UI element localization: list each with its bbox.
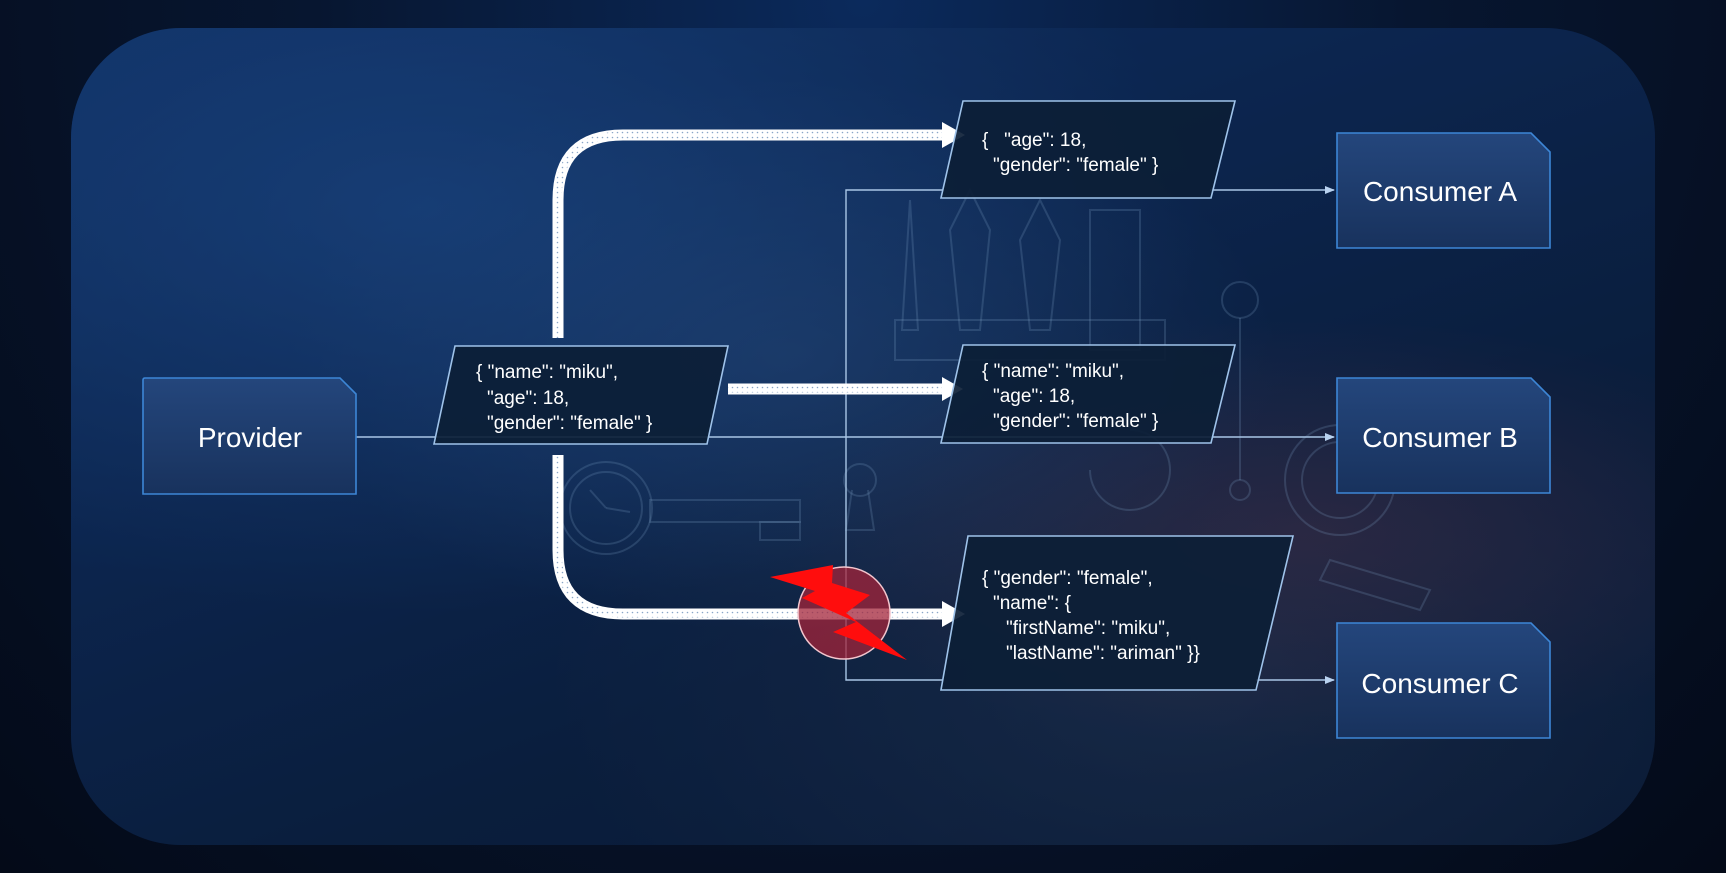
source-line-1: { "name": "miku", bbox=[476, 362, 618, 383]
provider-label: Provider bbox=[198, 422, 302, 453]
provider-node[interactable]: Provider bbox=[142, 377, 357, 495]
error-indicator bbox=[770, 565, 907, 660]
consumer-a-node[interactable]: Consumer A bbox=[1336, 132, 1551, 249]
source-line-3: "gender": "female" } bbox=[487, 413, 652, 434]
message-a: { "age": 18, "gender": "female" } bbox=[939, 100, 1237, 199]
message-c-line-3: "firstName": "miku", bbox=[1006, 618, 1170, 639]
arrowhead-a bbox=[942, 122, 965, 148]
source-message: { "name": "miku", "age": 18, "gender": "… bbox=[433, 345, 729, 445]
message-c-line-2: "name": { bbox=[993, 593, 1072, 614]
message-a-line-2: "gender": "female" } bbox=[993, 155, 1158, 176]
consumer-c-label: Consumer C bbox=[1361, 668, 1518, 699]
lightning-bolt-icon bbox=[770, 565, 907, 660]
consumer-c-node[interactable]: Consumer C bbox=[1336, 622, 1551, 739]
source-line-2: "age": 18, bbox=[487, 388, 569, 409]
message-c-line-1: { "gender": "female", bbox=[982, 568, 1153, 589]
message-b-line-3: "gender": "female" } bbox=[993, 411, 1158, 432]
message-c-line-4: "lastName": "ariman" }} bbox=[1006, 643, 1200, 664]
message-b-line-2: "age": 18, bbox=[993, 386, 1075, 407]
message-a-line-1: { "age": 18, bbox=[982, 130, 1086, 151]
message-c: { "gender": "female", "name": { "firstNa… bbox=[940, 535, 1295, 691]
consumer-b-label: Consumer B bbox=[1362, 422, 1518, 453]
bracket-line bbox=[845, 189, 943, 681]
consumer-b-node[interactable]: Consumer B bbox=[1336, 377, 1551, 494]
arrowhead-c bbox=[942, 601, 965, 627]
message-b-line-1: { "name": "miku", bbox=[982, 361, 1124, 382]
message-b: { "name": "miku", "age": 18, "gender": "… bbox=[940, 344, 1237, 444]
consumer-a-label: Consumer A bbox=[1363, 176, 1517, 207]
arrow-to-consumer-a-path bbox=[552, 129, 942, 338]
